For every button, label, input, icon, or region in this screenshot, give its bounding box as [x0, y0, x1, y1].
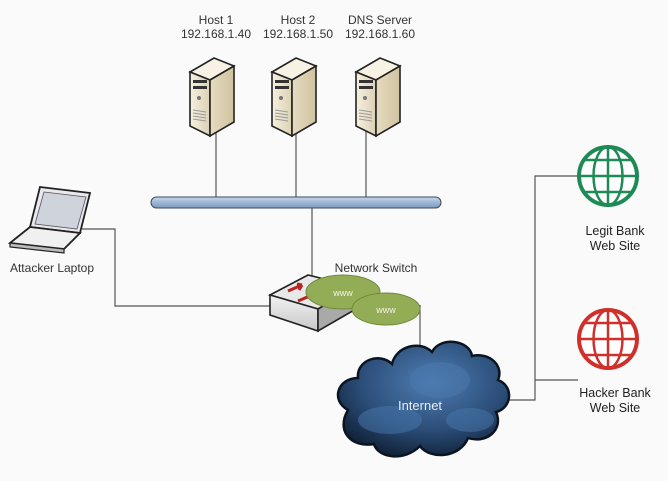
hacker-bank-line2: Web Site — [589, 401, 641, 415]
hacker-bank-globe-icon — [577, 308, 639, 370]
www-bubble-2 — [351, 292, 421, 326]
hacker-bank-line1: Hacker Bank — [579, 386, 651, 400]
host-1-name: Host 1 — [198, 13, 234, 27]
host-1-label: Host 1 192.168.1.40 — [166, 13, 266, 41]
host-2-ip: 192.168.1.50 — [262, 27, 334, 41]
host-2-name: Host 2 — [280, 13, 316, 27]
legit-bank-label: Legit Bank Web Site — [570, 224, 660, 254]
legit-bank-line1: Legit Bank — [585, 224, 645, 238]
internet-label: Internet — [397, 398, 443, 413]
www-bubble-2-label: www — [376, 305, 396, 315]
server-host-1-icon — [188, 57, 236, 138]
legit-bank-line2: Web Site — [589, 239, 641, 253]
server-host-2-icon — [270, 57, 318, 138]
dns-server-name: DNS Server — [347, 13, 412, 27]
network-switch-label: Network Switch — [334, 261, 418, 275]
network-bus — [150, 196, 442, 209]
server-dns-icon — [354, 57, 402, 138]
dns-server-ip: 192.168.1.60 — [344, 27, 416, 41]
hacker-bank-label: Hacker Bank Web Site — [570, 386, 660, 416]
legit-bank-globe-icon — [577, 145, 639, 207]
internet-to-legit-link — [506, 175, 578, 401]
connection-lines — [82, 130, 578, 401]
attacker-laptop-label: Attacker Laptop — [9, 261, 95, 275]
internet-cloud-icon — [336, 340, 511, 458]
www-bubble-1-label: www — [333, 288, 353, 298]
host-2-label: Host 2 192.168.1.50 — [248, 13, 348, 41]
dns-server-label: DNS Server 192.168.1.60 — [330, 13, 430, 41]
laptop-to-switch-link — [82, 228, 272, 307]
host-1-ip: 192.168.1.40 — [180, 27, 252, 41]
laptop-icon — [7, 186, 92, 254]
